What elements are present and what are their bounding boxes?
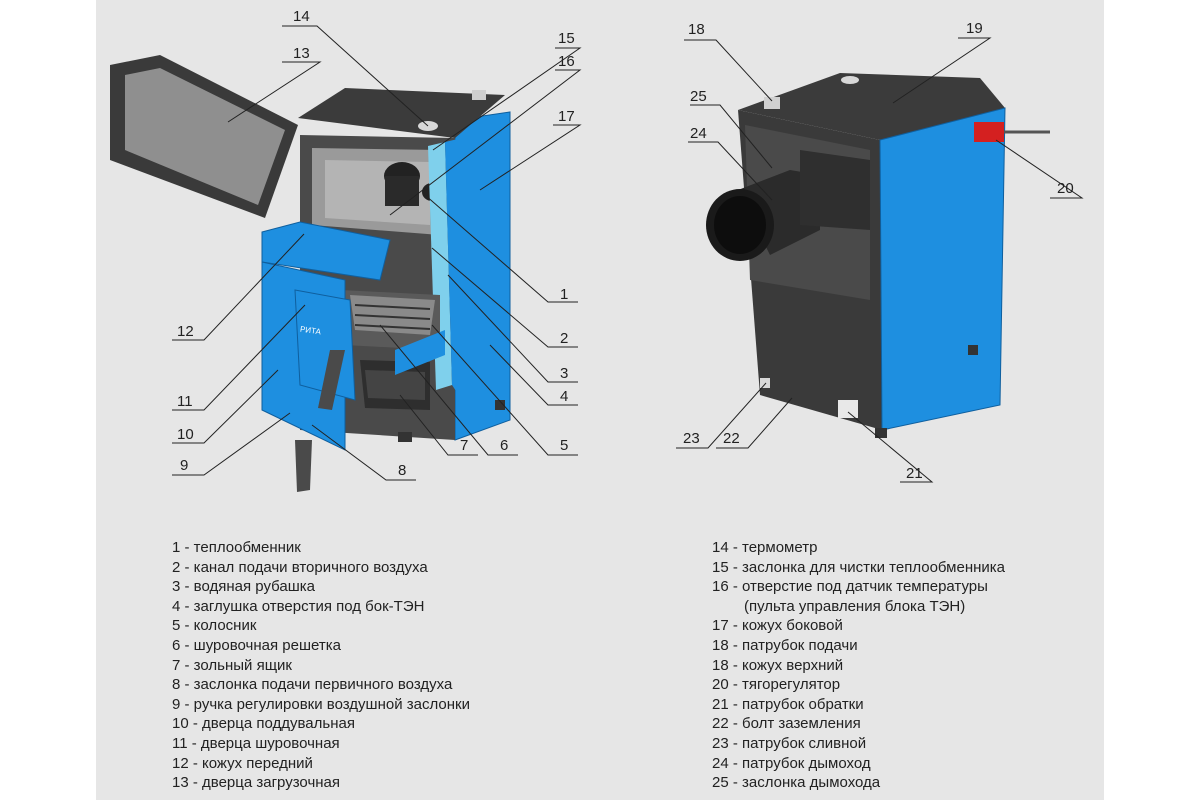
legend-item: 14 - термометр [712,539,818,556]
callout-16: 16 [558,53,575,70]
boiler-drawing [110,25,1084,492]
callout-5: 5 [560,437,569,454]
legend-item: 23 - патрубок сливной [712,734,867,752]
legend-item: 1 - теплообменник [172,539,301,556]
legend-right: 14 - термометр 15 - заслонка для чистки … [712,538,1005,793]
callout-3: 3 [560,365,569,382]
callout-4: 4 [560,388,569,405]
callout-2: 2 [560,330,569,347]
callout-15: 15 [558,30,575,47]
legend-left: 1 - теплообменник 2 - канал подачи втори… [172,538,470,793]
legend-item-continuation: (пульта управления блока ТЭН) [744,597,966,615]
callout-8: 8 [398,462,407,479]
legend-item: 18 - патрубок подачи [712,636,858,654]
boiler-illustration: 14 13 15 16 17 1 2 3 4 5 6 7 8 9 10 11 1… [110,8,1084,492]
callout-1: 1 [560,286,569,303]
callout-18: 18 [688,21,705,38]
legend-item: 20 - тягорегулятор [712,676,841,694]
legend-item: 13 - дверца загрузочная [172,774,341,792]
legend-item: 2 - канал подачи вторичного воздуха [172,558,428,576]
rear-boiler [706,73,1050,438]
callout-13: 13 [293,45,310,62]
callout-6: 6 [500,437,509,454]
legend-item: 6 - шуровочная решетка [172,636,341,654]
legend-item: 18 - кожух верхний [712,656,844,674]
legend-item: 25 - заслонка дымохода [712,774,881,792]
callout-10: 10 [177,426,194,443]
legend-item: 11 - дверца шуровочная [172,734,340,752]
legend-item: 12 - кожух передний [172,754,313,772]
legend-item: 4 - заглушка отверстия под бок-ТЭН [172,597,425,615]
leader-lines [172,25,1084,483]
callout-14: 14 [293,8,310,25]
callout-7: 7 [460,437,469,454]
legend-item: 8 - заслонка подачи первичного воздуха [172,676,453,694]
legend-item: 22 - болт заземления [712,715,861,733]
callout-24: 24 [690,125,707,142]
legend-item: 17 - кожух боковой [712,617,843,635]
callout-19: 19 [966,20,983,37]
legend-item: 7 - зольный ящик [172,656,292,674]
legend-item: 15 - заслонка для чистки теплообменника [712,558,1006,576]
callout-23: 23 [683,430,700,447]
callout-22: 22 [723,430,740,447]
legend-item: 21 - патрубок обратки [712,695,864,713]
legend-item: 10 - дверца поддувальная [172,715,355,733]
callout-20: 20 [1057,180,1074,197]
legend-item: 16 - отверстие под датчик температуры [712,578,988,596]
legend-item: 9 - ручка регулировки воздушной заслонки [172,695,470,713]
callout-17: 17 [558,108,575,125]
callout-25: 25 [690,88,707,105]
callout-9: 9 [180,457,189,474]
callout-11: 11 [177,393,193,410]
callout-21: 21 [906,465,923,482]
legend-item: 24 - патрубок дымоход [712,754,871,772]
front-boiler [110,55,511,492]
legend-item: 5 - колосник [172,617,257,635]
legend-item: 3 - водяная рубашка [172,578,315,596]
callout-12: 12 [177,323,194,340]
